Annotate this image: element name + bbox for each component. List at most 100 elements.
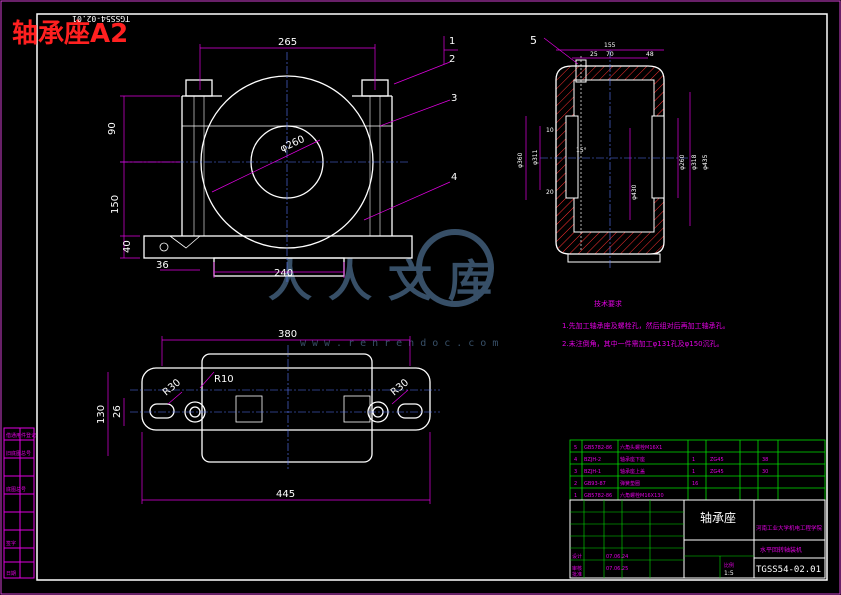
bom-qty: 16	[692, 481, 698, 487]
side-view	[555, 56, 665, 263]
bom-code: GB5782-86	[584, 445, 612, 451]
corner-code: TGSS54-02.01	[72, 14, 130, 23]
side-bore	[573, 79, 655, 233]
watermark: 人人文库 www.renrendoc.com	[268, 229, 508, 349]
title-approve: 批准	[572, 571, 582, 578]
callout-4: 4	[451, 172, 457, 183]
bom-code: GB5782-86	[584, 493, 612, 499]
plan-slot-right	[397, 403, 423, 419]
title-scale-label: 比例	[724, 562, 734, 569]
dim-plan-height: 130	[96, 405, 107, 424]
dim-front-bore: φ260	[279, 134, 307, 155]
dim-side-right2: φ318	[691, 154, 698, 170]
front-centerlines	[120, 52, 410, 282]
title-drawing-no: TGSS54-02.01	[756, 565, 821, 575]
bom-table	[569, 439, 826, 501]
bom-name: 轴承座下座	[620, 456, 645, 463]
title-sign-design: 设计	[572, 553, 582, 560]
bom-qty: 1	[692, 457, 695, 463]
dim-front-base: 240	[274, 268, 293, 279]
bom-no: 1	[574, 493, 577, 499]
bom-name: 六角螺栓M16X130	[620, 492, 664, 499]
plan-base	[141, 367, 431, 431]
drawing-title: 轴承座A2	[12, 18, 128, 49]
dim-front-small: 36	[156, 260, 169, 271]
side-dims	[525, 37, 691, 226]
title-part-name: 轴承座	[700, 510, 736, 525]
plan-slot-left	[149, 403, 175, 419]
bom-code: BZJH-1	[584, 469, 601, 475]
title-date1: 07.06.24	[606, 554, 628, 560]
dim-side-left5: 20	[546, 189, 554, 196]
notes-line: 1.先加工轴承座及螺栓孔，然后组对后再加工轴承孔。	[562, 321, 730, 330]
bom-name: 轴承座上盖	[620, 468, 645, 475]
watermark-url: www.renrendoc.com	[300, 338, 504, 349]
left-strip	[3, 427, 35, 579]
dim-side-right3: φ435	[702, 154, 709, 170]
plan-housing	[201, 353, 373, 463]
dim-side-top3: 48	[646, 51, 654, 58]
bom-weight: 38	[762, 457, 768, 463]
side-centerlines	[540, 50, 690, 270]
dim-plan-inner: 26	[112, 405, 123, 418]
title-date2: 07.06.25	[606, 566, 628, 572]
dim-side-top1: 155	[604, 42, 616, 49]
front-view	[143, 75, 413, 277]
bom-weight: 30	[762, 469, 768, 475]
dim-plan-r1: R30	[161, 377, 183, 398]
bom-code: GB93-87	[584, 481, 606, 487]
dim-plan-r3: R30	[389, 377, 411, 398]
bom-no: 5	[574, 445, 577, 451]
dim-side-left2: φ311	[532, 149, 539, 165]
plan-view	[141, 353, 431, 463]
dim-plan-bottom: 445	[276, 489, 295, 500]
front-dims	[120, 36, 458, 278]
callout-5: 5	[530, 34, 537, 47]
bom-no: 4	[574, 457, 577, 463]
title-block-grid	[570, 500, 754, 578]
left-strip-label: 借通用件登记	[6, 432, 36, 439]
left-strip-label: 旧底图总号	[6, 450, 31, 457]
title-sign-review: 审核	[572, 565, 582, 572]
title-block	[569, 499, 826, 579]
callout-3: 3	[451, 93, 457, 104]
callout-1: 1	[449, 36, 455, 47]
dim-plan-r2: R10	[214, 374, 234, 385]
left-strip-label: 底图总号	[6, 486, 26, 493]
plan-dims	[107, 336, 431, 504]
bom-name: 弹簧垫圈	[620, 480, 640, 487]
dim-side-top2: 70	[606, 51, 614, 58]
dim-side-top4: 25	[590, 51, 598, 58]
bom-no: 3	[574, 469, 577, 475]
dim-front-lower: 150	[110, 195, 121, 214]
bom-name: 六角头螺栓M16X1	[620, 444, 662, 451]
bom-code: BZJH-2	[584, 457, 601, 463]
watermark-name: 人人文库	[268, 256, 508, 307]
dim-side-left4: 15°	[576, 147, 587, 154]
title-scale: 1:5	[724, 570, 734, 577]
bom-no: 2	[574, 481, 577, 487]
dim-side-right1: φ260	[679, 154, 686, 170]
plan-centerlines	[130, 345, 440, 470]
title-machine: 水平回转轴装机	[760, 546, 802, 554]
callout-2: 2	[449, 54, 455, 65]
dim-plan-top: 380	[278, 329, 297, 340]
bom-mat: ZG45	[710, 469, 724, 475]
dim-side-left1: φ360	[517, 152, 524, 168]
left-strip-label: 签字	[6, 540, 16, 547]
dim-front-top: 265	[278, 37, 297, 48]
left-strip-label: 日期	[6, 571, 16, 577]
front-bolt-left	[185, 79, 213, 97]
dim-side-left3: 10	[546, 127, 554, 134]
title-school: 河南工业大学机电工程学院	[756, 524, 823, 532]
dim-front-upper: 90	[107, 122, 118, 135]
dim-front-base-h: 40	[122, 240, 133, 253]
dim-side-right4: φ430	[631, 184, 638, 200]
bom-mat: ZG45	[710, 457, 724, 463]
bom-qty: 1	[692, 469, 695, 475]
notes-heading: 技术要求	[594, 299, 622, 308]
inner-frame	[36, 13, 828, 581]
notes-line: 2.未注倒角，其中一件需加工φ131孔及φ150沉孔。	[562, 339, 724, 348]
